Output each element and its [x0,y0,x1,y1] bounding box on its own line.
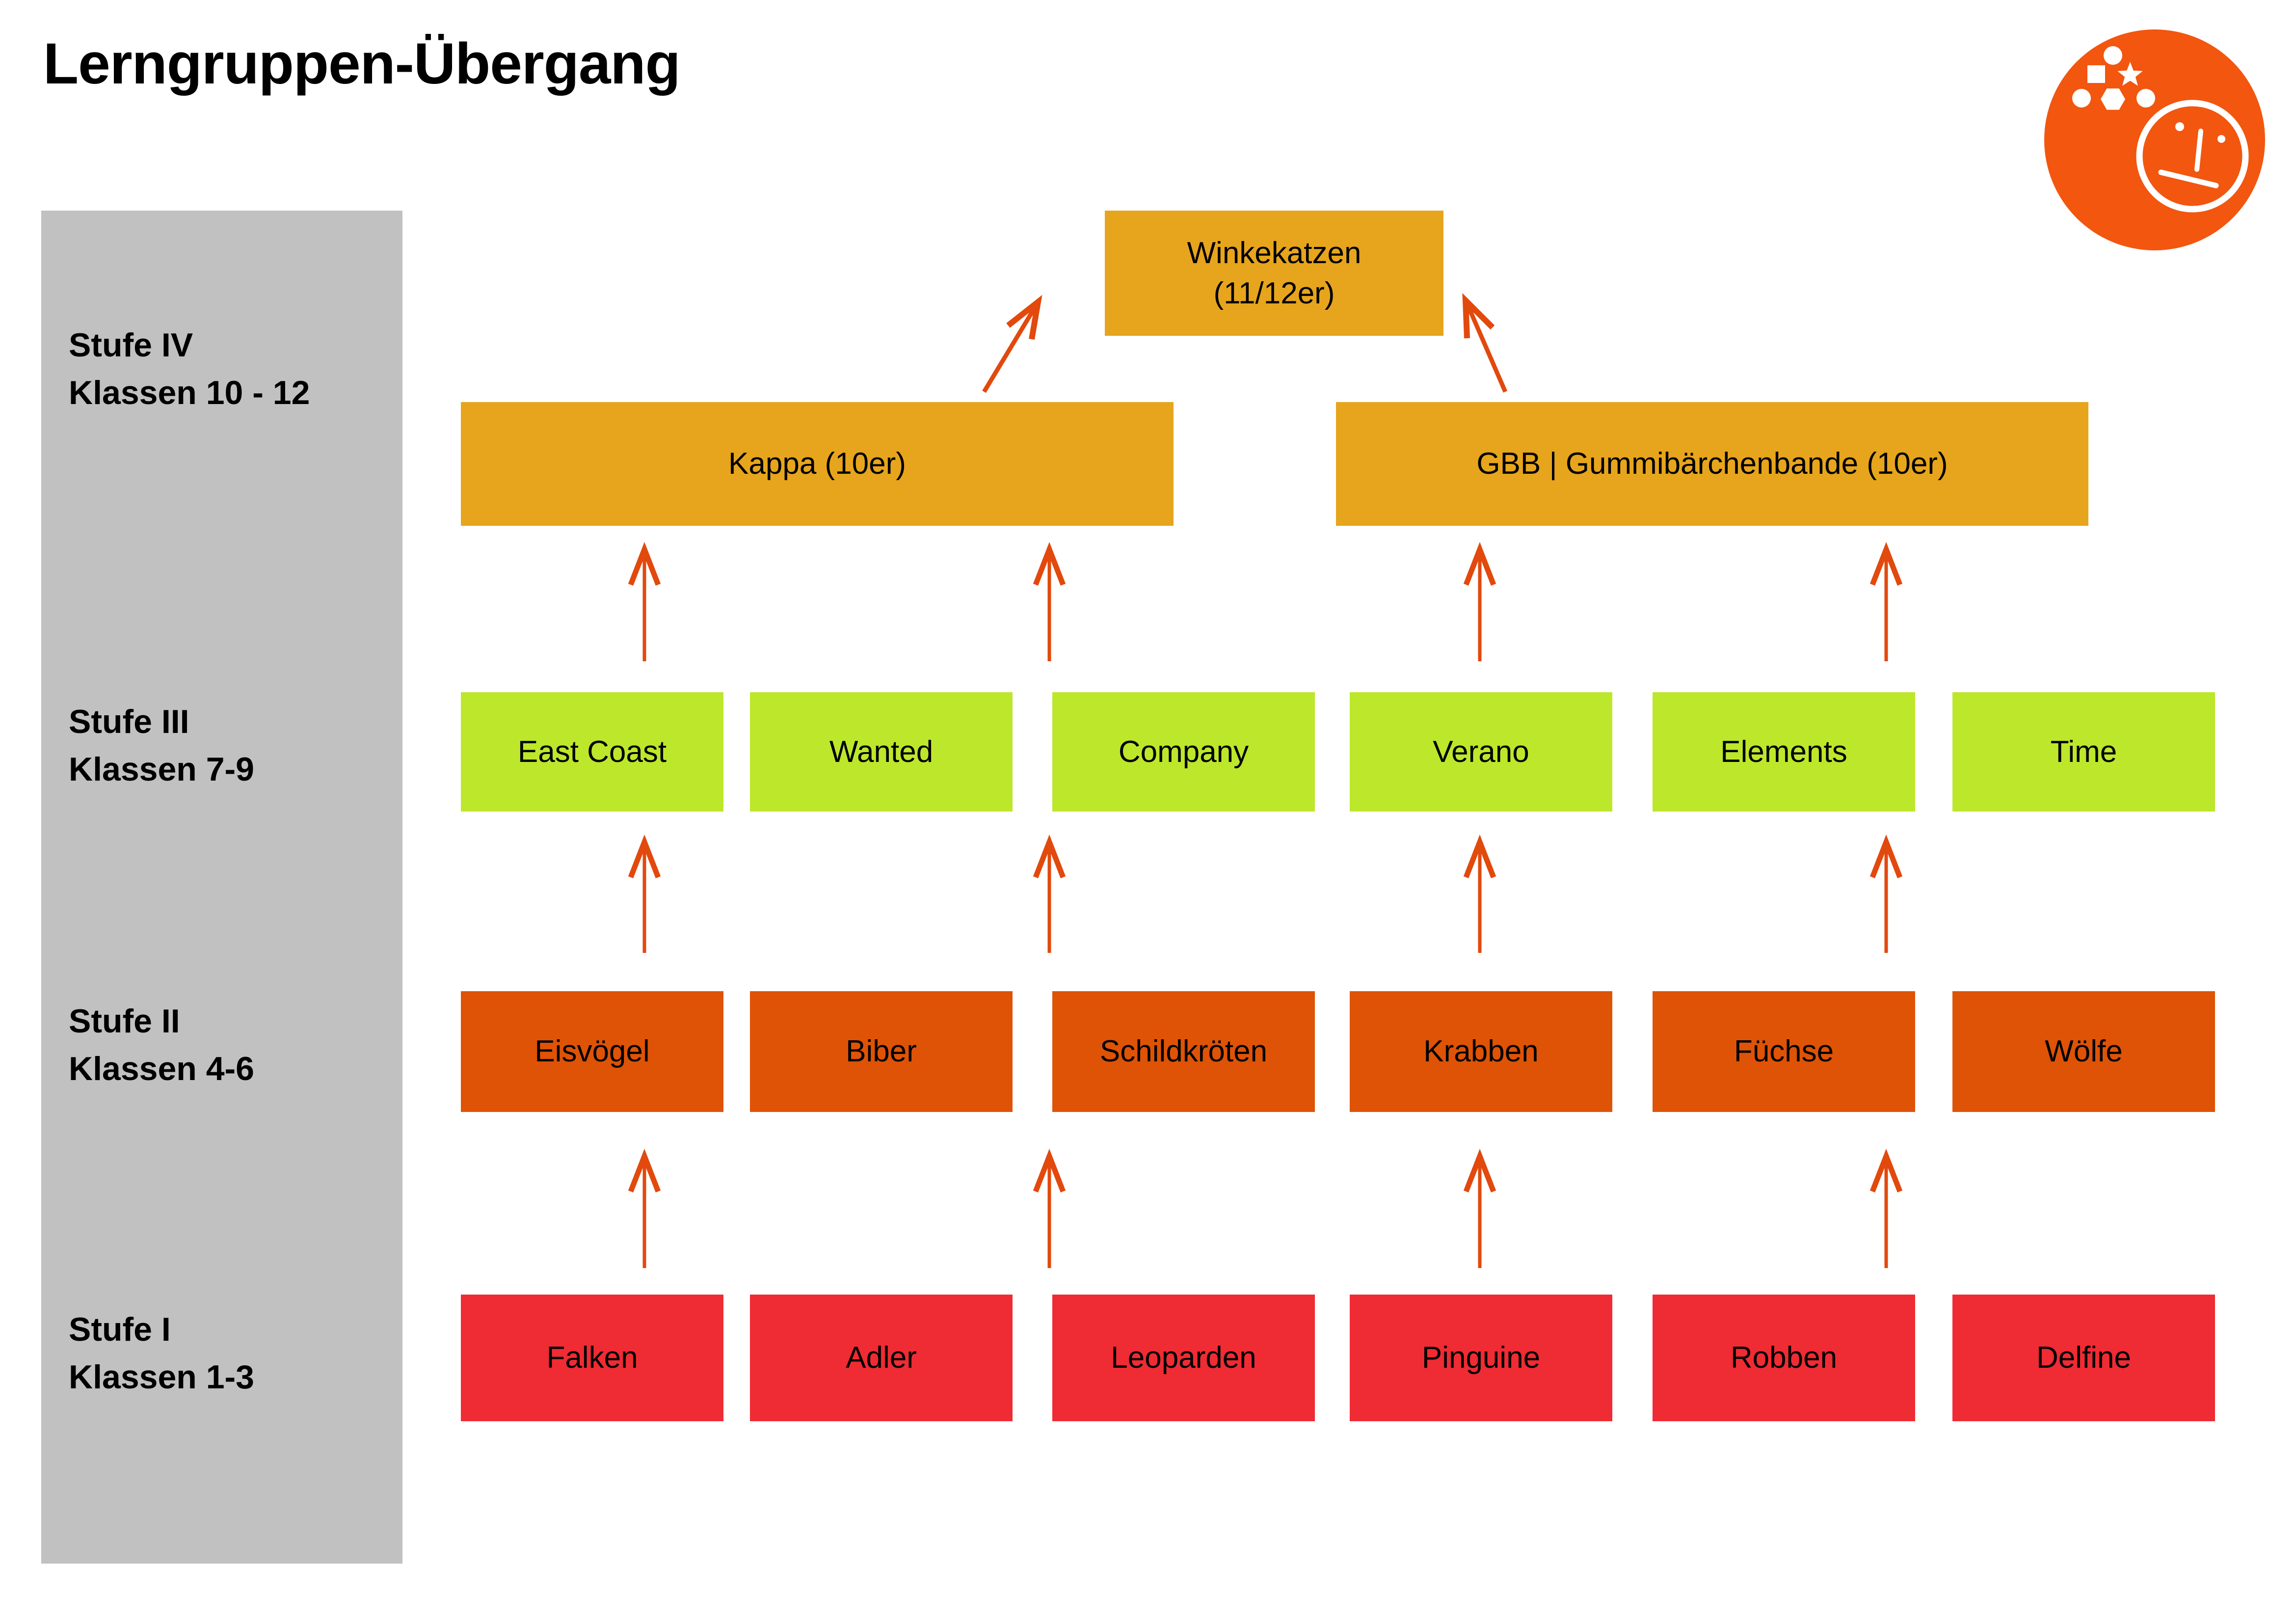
group-box-woelfe: Wölfe [1952,991,2215,1112]
stage-classes: Klassen 10 - 12 [69,374,310,411]
group-box-fuechse: Füchse [1653,991,1915,1112]
stage-classes: Klassen 1-3 [69,1358,254,1396]
up-arrow-icon [628,834,661,953]
group-box-label: Füchse [1734,1034,1834,1068]
up-arrow-icon [1463,834,1496,953]
group-box-falken: Falken [461,1295,723,1421]
up-arrow-icon [1033,1148,1066,1268]
group-box-label: Wanted [829,734,934,769]
up-arrow-icon [1033,541,1066,661]
group-box-company: Company [1052,692,1315,812]
up-arrow-icon [1463,1148,1496,1268]
group-box-time: Time [1952,692,2215,812]
group-box-wanted: Wanted [750,692,1013,812]
group-box-label: Leoparden [1111,1341,1256,1375]
group-box-delfine: Delfine [1952,1295,2215,1421]
stage-label-stufe-1: Stufe I Klassen 1-3 [69,1306,393,1401]
up-arrow-icon [1869,1148,1903,1268]
up-arrow-icon [628,541,661,661]
stage-classes: Klassen 4-6 [69,1050,254,1087]
group-box-gbb: GBB | Gummibärchenbande (10er) [1336,402,2088,526]
diagonal-up-right-arrow-icon [982,295,1042,393]
group-box-kappa: Kappa (10er) [461,402,1174,526]
group-box-adler: Adler [750,1295,1013,1421]
logo-star-icon [2117,62,2143,86]
group-box-label: Kappa (10er) [728,447,906,481]
group-box-label: Time [2050,734,2117,769]
page-title: Lerngruppen-Übergang [43,31,681,96]
up-arrow-icon [1869,541,1903,661]
group-box-east-coast: East Coast [461,692,723,812]
group-box-label-line2: (11/12er) [1213,276,1335,310]
group-box-label: GBB | Gummibärchenbande (10er) [1476,447,1948,481]
group-box-label: Wölfe [2045,1034,2123,1068]
logo-dot-icon [2104,46,2122,65]
logo-dot-icon [2072,89,2091,108]
stage-name: Stufe III [69,703,189,740]
group-box-label: East Coast [517,734,667,769]
group-box-label: Falken [546,1341,638,1375]
up-arrow-icon [1463,541,1496,661]
group-box-label: Elements [1720,734,1847,769]
logo-shape-cluster [2072,46,2155,110]
group-box-krabben: Krabben [1350,991,1612,1112]
group-box-label: Winkekatzen (11/12er) [1187,233,1362,314]
group-box-winkekatzen: Winkekatzen (11/12er) [1105,211,1443,336]
group-box-label: Pinguine [1421,1341,1541,1375]
stage-label-stufe-2: Stufe II Klassen 4-6 [69,998,393,1093]
group-box-label: Eisvögel [534,1034,650,1068]
group-box-label: Robben [1730,1341,1838,1375]
logo-dot-icon [2136,89,2155,108]
group-box-verano: Verano [1350,692,1612,812]
shapes-and-face-logo-icon [2044,29,2265,250]
up-arrow-icon [628,1148,661,1268]
stage-label-stufe-4: Stufe IV Klassen 10 - 12 [69,322,393,417]
group-box-label: Verano [1433,734,1529,769]
group-box-label: Schildkröten [1099,1034,1268,1068]
group-box-leoparden: Leoparden [1052,1295,1315,1421]
group-box-label: Delfine [2036,1341,2131,1375]
group-box-eisvoegel: Eisvögel [461,991,723,1112]
diagonal-up-left-arrow-icon [1462,293,1508,393]
group-box-label: Krabben [1423,1034,1539,1068]
group-box-biber: Biber [750,991,1013,1112]
logo-hexagon-icon [2101,88,2125,110]
group-box-schildkroeten: Schildkröten [1052,991,1315,1112]
up-arrow-icon [1033,834,1066,953]
stage-name: Stufe IV [69,326,193,364]
group-box-label: Biber [846,1034,917,1068]
group-box-label-line1: Winkekatzen [1187,236,1362,270]
group-box-elements: Elements [1653,692,1915,812]
group-box-label: Company [1118,734,1249,769]
stage-label-stufe-3: Stufe III Klassen 7-9 [69,698,393,793]
stage-sidebar: Stufe IV Klassen 10 - 12 Stufe III Klass… [41,211,402,1564]
up-arrow-icon [1869,834,1903,953]
logo-circle [2044,29,2265,250]
group-box-label: Adler [846,1341,917,1375]
stage-classes: Klassen 7-9 [69,751,254,788]
logo-face-icon [2136,100,2249,213]
stage-name: Stufe I [69,1311,171,1348]
group-box-pinguine: Pinguine [1350,1295,1612,1421]
stage-name: Stufe II [69,1002,180,1040]
logo-square-icon [2087,65,2105,83]
group-box-robben: Robben [1653,1295,1915,1421]
